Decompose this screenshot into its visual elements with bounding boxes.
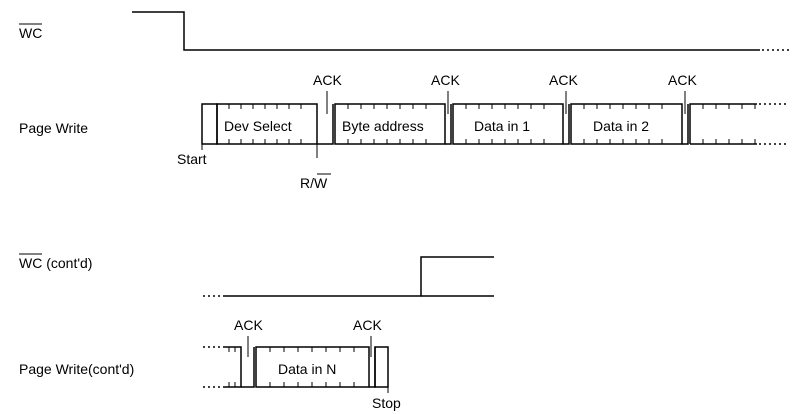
page-write-contd-label: Page Write(cont'd) xyxy=(19,361,134,377)
next-field-partial xyxy=(689,103,788,145)
ack-markers-bottom: ACK ACK xyxy=(234,317,382,357)
ack5-label: ACK xyxy=(234,317,263,333)
wc-contd-label: WC (cont'd) xyxy=(19,255,92,271)
prev-field-partial xyxy=(203,346,242,388)
wc-contd-signal: WC (cont'd) xyxy=(19,253,494,297)
ack2-label: ACK xyxy=(431,72,460,88)
ack4-bit xyxy=(682,104,689,145)
stop-label: Stop xyxy=(372,395,401,411)
data-in-1-field: Data in 1 xyxy=(452,103,564,145)
wc-waveform xyxy=(132,11,760,51)
ack4-label: ACK xyxy=(668,72,697,88)
rw-label: R/W xyxy=(300,175,328,191)
start-bit xyxy=(201,103,218,145)
data-in-2-label: Data in 2 xyxy=(593,118,649,134)
start-label: Start xyxy=(177,151,207,167)
wc-signal: WC xyxy=(19,11,790,51)
page-write-signal: Page Write Dev Select Byte address Data … xyxy=(19,72,788,191)
ack6-bit xyxy=(369,347,376,388)
ack-markers-top: ACK ACK ACK ACK xyxy=(313,72,697,114)
byte-address-label: Byte address xyxy=(342,118,424,134)
stop-bit xyxy=(374,346,389,388)
ack5-bit xyxy=(241,347,255,388)
page-write-contd-signal: Page Write(cont'd) Data in N ACK ACK Sto… xyxy=(19,317,401,411)
data-in-2-field: Data in 2 xyxy=(570,103,683,145)
dev-select-field: Dev Select xyxy=(216,103,318,145)
ack3-label: ACK xyxy=(549,72,578,88)
wc-contd-waveform xyxy=(223,256,494,297)
data-in-n-field: Data in N xyxy=(255,346,370,388)
ack1-label: ACK xyxy=(313,72,342,88)
dev-select-label: Dev Select xyxy=(224,118,292,134)
byte-address-field: Byte address xyxy=(334,103,446,145)
page-write-label: Page Write xyxy=(19,120,88,136)
ack1-bit xyxy=(317,104,334,145)
wc-label: WC xyxy=(19,25,42,41)
data-in-n-label: Data in N xyxy=(278,361,336,377)
ack3-bit xyxy=(563,104,570,145)
data-in-1-label: Data in 1 xyxy=(474,118,530,134)
ack2-bit xyxy=(445,104,452,145)
ack6-label: ACK xyxy=(353,317,382,333)
